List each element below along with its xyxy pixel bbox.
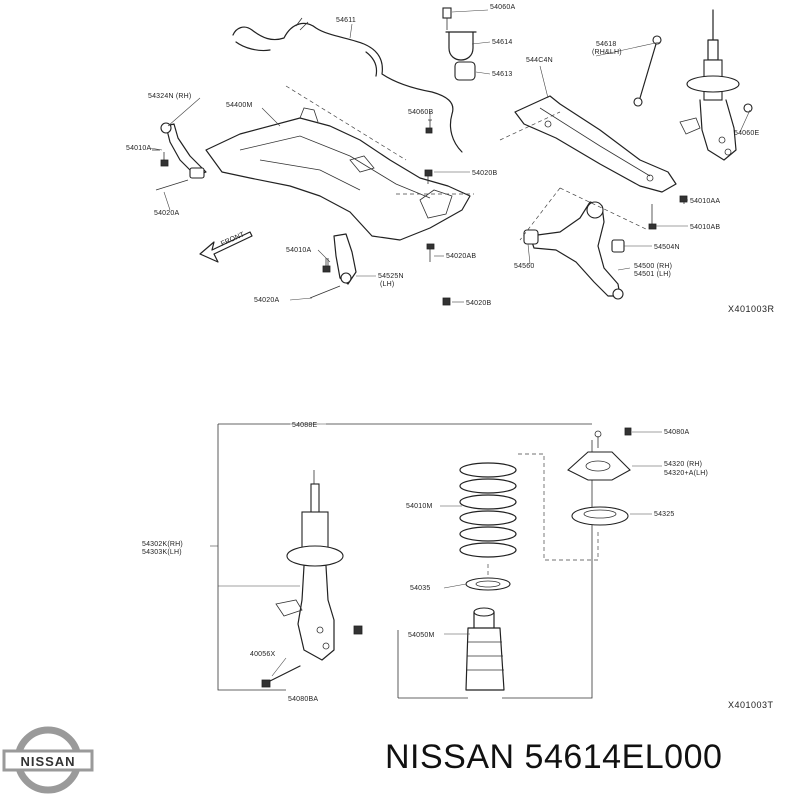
bump-stopper-54050M bbox=[465, 607, 505, 691]
label-54525N-side: (LH) bbox=[380, 281, 394, 288]
label-54613: 54613 bbox=[492, 71, 512, 78]
label-54303K: 54303K(LH) bbox=[142, 549, 182, 556]
top-panel: 54611 54060A 54614 54613 54618 (RH&LH) 5… bbox=[126, 4, 775, 314]
label-54060E: 54060E bbox=[734, 130, 759, 137]
label-54325: 54325 bbox=[654, 511, 674, 518]
bolts-top bbox=[160, 119, 688, 306]
stabilizer-link bbox=[639, 43, 657, 99]
label-54618: 54618 bbox=[596, 41, 616, 48]
label-54080A: 54080A bbox=[664, 429, 689, 436]
label-54500: 54500 (RH) bbox=[634, 263, 672, 270]
label-54010AB: 54010AB bbox=[690, 224, 720, 231]
label-54614: 54614 bbox=[492, 39, 512, 46]
label-54320A: 54320+A(LH) bbox=[664, 470, 708, 477]
label-54060A: 54060A bbox=[490, 4, 515, 11]
label-54020AB: 54020AB bbox=[446, 253, 476, 260]
bearing-54325 bbox=[571, 506, 629, 526]
label-54010AA: 54010AA bbox=[690, 198, 720, 205]
label-54560: 54560 bbox=[514, 263, 534, 270]
label-54035: 54035 bbox=[410, 585, 430, 592]
label-54020B-bottom: 54020B bbox=[466, 300, 491, 307]
rod-54324N bbox=[165, 123, 207, 177]
label-40056X: 40056X bbox=[250, 651, 275, 658]
label-54020B-mid: 54020B bbox=[472, 170, 497, 177]
label-54320: 54320 (RH) bbox=[664, 461, 702, 468]
spring-seat-54035 bbox=[465, 577, 511, 591]
label-54080BA: 54080BA bbox=[288, 696, 318, 703]
strut-mount-54320 bbox=[567, 427, 632, 481]
part-title: NISSAN 54614EL000 bbox=[385, 738, 723, 776]
logo-text: NISSAN bbox=[20, 754, 75, 769]
strut-assembly-top bbox=[679, 9, 753, 161]
front-arrow bbox=[199, 231, 253, 263]
member-544C4N bbox=[514, 95, 677, 193]
label-54611: 54611 bbox=[336, 17, 356, 24]
coil-spring-54010M bbox=[459, 462, 517, 558]
nissan-logo: NISSAN bbox=[2, 726, 94, 794]
label-54400M: 54400M bbox=[226, 102, 253, 109]
label-54302K: 54302K(RH) bbox=[142, 541, 183, 548]
diagram-code-bottom: X401003T bbox=[728, 700, 774, 710]
label-54020A-bottom: 54020A bbox=[254, 297, 279, 304]
label-54010A-bottom: 54010A bbox=[286, 247, 311, 254]
label-54010M: 54010M bbox=[406, 503, 433, 510]
label-54501: 54501 (LH) bbox=[634, 271, 671, 278]
label-54020A-left: 54020A bbox=[154, 210, 179, 217]
label-54525N: 54525N bbox=[378, 273, 404, 280]
bushing-54613 bbox=[454, 61, 476, 81]
strut-54302K bbox=[275, 470, 363, 661]
stabilizer-bar bbox=[232, 22, 463, 153]
label-54050M: 54050M bbox=[408, 632, 435, 639]
label-54010A-left: 54010A bbox=[126, 145, 151, 152]
leader-lines-top bbox=[149, 9, 751, 303]
bolt-40056X bbox=[267, 665, 301, 683]
label-54324N: 54324N (RH) bbox=[148, 93, 191, 100]
label-54504N: 54504N bbox=[654, 244, 680, 251]
suspension-member-54400M bbox=[205, 117, 471, 241]
label-54088E: 54088E bbox=[292, 422, 317, 429]
bracket-54614 bbox=[445, 31, 477, 61]
label-544C4N: 544C4N bbox=[526, 57, 553, 64]
label-54060B: 54060B bbox=[408, 109, 433, 116]
diagram-code-top: X401003R bbox=[728, 304, 775, 314]
label-54618-side: (RH&LH) bbox=[592, 49, 622, 56]
lower-link-54500 bbox=[529, 201, 621, 297]
bottom-panel: 54088E 54080A 54320 (RH) 54320+A(LH) 540… bbox=[142, 422, 774, 710]
bracket-54525N bbox=[333, 233, 357, 285]
